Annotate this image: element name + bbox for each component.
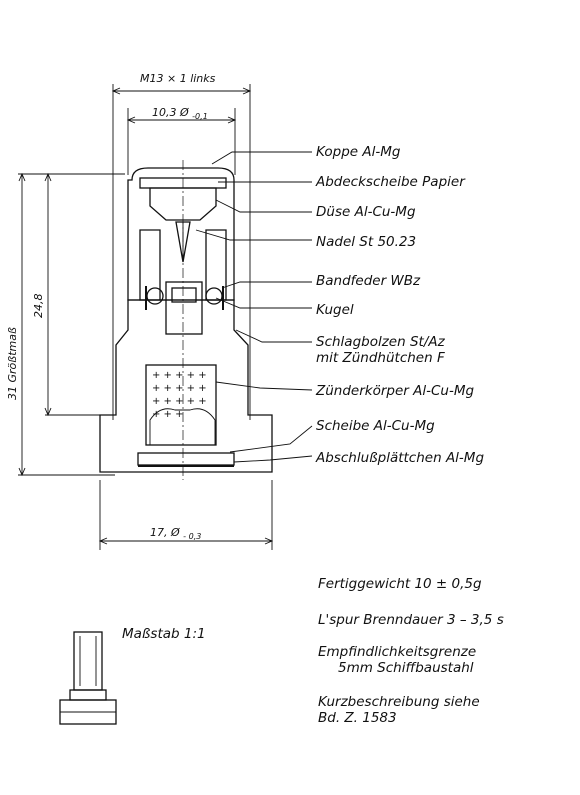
notes: Fertiggewicht 10 ± 0,5g L'spur Brenndaue… [318, 576, 504, 726]
part-label-koppe: Koppe Al-Mg [316, 144, 401, 160]
svg-text:+ + + + +: + + + + + [152, 370, 207, 381]
height-body-label: 24,8 [32, 294, 45, 319]
thread-dimension: M13 × 1 links [111, 72, 252, 420]
scale-label: Maßstab 1:1 [122, 626, 206, 642]
base-diameter-symbol: Ø [170, 526, 180, 539]
part-labels: Koppe Al-Mg Abdeckscheibe Papier Düse Al… [315, 144, 484, 466]
note-reference-2: Bd. Z. 1583 [318, 710, 397, 726]
scale-figure: Maßstab 1:1 [59, 626, 206, 725]
height-total-label: 31 Größtmaß [6, 327, 19, 400]
charge-filling: + + + + + + + + + + + + + + + + + + [152, 370, 207, 420]
svg-text:+ + + + +: + + + + + [152, 383, 207, 394]
part-label-scheibe: Scheibe Al-Cu-Mg [316, 418, 435, 434]
inner-diameter-value: 10,3 [152, 106, 177, 119]
part-label-schlagbolzen: Schlagbolzen St/Az [316, 334, 446, 350]
base-diameter-dimension: 17, Ø - 0,3 [98, 480, 274, 550]
svg-text:10,3 Ø -0,1: 10,3 Ø -0,1 [152, 106, 208, 121]
note-sensitivity-2: 5mm Schiffbaustahl [338, 660, 474, 676]
base-diameter-tolerance: - 0,3 [183, 532, 201, 541]
note-weight: Fertiggewicht 10 ± 0,5g [318, 576, 482, 592]
svg-text:+ + + + +: + + + + + [152, 396, 207, 407]
fuze-cross-section: + + + + + + + + + + + + + + + + + + [99, 160, 273, 480]
svg-text:+ + +: + + + [152, 409, 184, 420]
inner-diameter-symbol: Ø [179, 106, 189, 119]
note-reference-1: Kurzbeschreibung siehe [318, 694, 480, 710]
part-label-bandfeder: Bandfeder WBz [316, 273, 421, 289]
note-burn-time: L'spur Brenndauer 3 – 3,5 s [318, 612, 504, 628]
inner-diameter-tolerance: -0,1 [192, 112, 208, 121]
height-dimensions: 31 Größtmaß 24,8 [6, 172, 125, 477]
part-label-zuenderkoerper: Zünderkörper Al-Cu-Mg [315, 383, 474, 399]
part-label-duese: Düse Al-Cu-Mg [316, 204, 416, 220]
note-sensitivity-1: Empfindlichkeitsgrenze [318, 644, 476, 660]
inner-diameter-dimension: 10,3 Ø -0,1 [126, 106, 237, 175]
leader-lines [195, 151, 313, 463]
part-label-kugel: Kugel [316, 302, 354, 318]
part-label-zuendhuetchen: mit Zündhütchen F [316, 350, 445, 366]
base-diameter-value: 17, [150, 526, 168, 539]
part-label-abdeckscheibe: Abdeckscheibe Papier [315, 174, 466, 190]
part-label-abschlussplaettchen: Abschlußplättchen Al-Mg [315, 450, 484, 466]
part-label-nadel: Nadel St 50.23 [316, 234, 416, 250]
thread-label: M13 × 1 links [140, 72, 216, 85]
svg-text:17, Ø - 0,3: 17, Ø - 0,3 [150, 526, 201, 541]
